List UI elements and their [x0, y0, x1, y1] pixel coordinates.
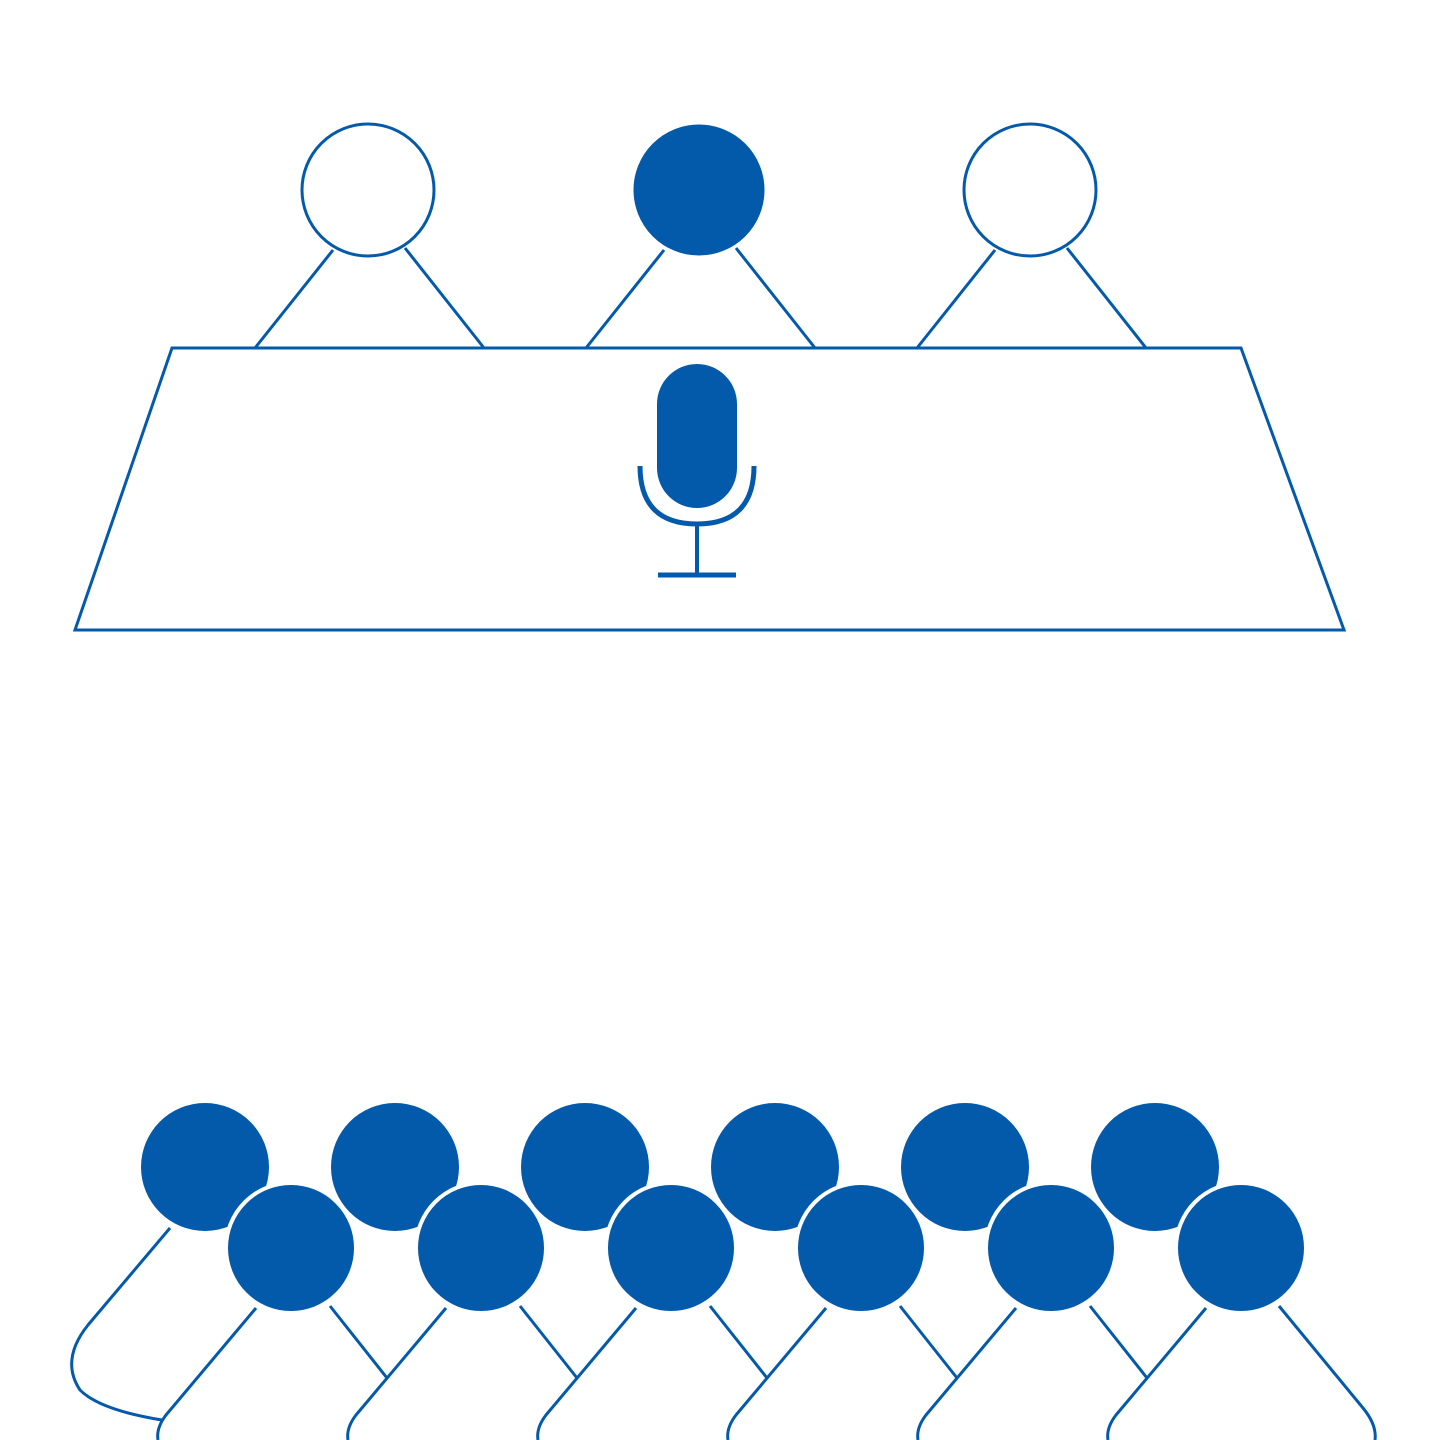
panel-group — [253, 122, 1148, 349]
audience-body — [726, 1305, 959, 1440]
audience-body — [916, 1305, 1149, 1440]
panelist-head — [300, 122, 436, 258]
audience-head-front — [224, 1181, 358, 1315]
audience-head-back — [521, 1103, 649, 1231]
audience-group — [70, 1103, 1377, 1440]
audience-body — [156, 1305, 389, 1440]
panelist-body — [915, 247, 1148, 349]
audience-body — [70, 1227, 172, 1422]
audience-head-front — [794, 1181, 928, 1315]
audience-head-back — [901, 1103, 1029, 1231]
audience-body — [346, 1305, 579, 1440]
panelist-body — [253, 247, 486, 349]
audience-head-front — [1174, 1181, 1308, 1315]
panelist-head — [633, 124, 765, 256]
audience-head-back — [141, 1103, 269, 1231]
audience-body — [1106, 1305, 1377, 1440]
audience-body — [536, 1305, 769, 1440]
audience-head-front — [414, 1181, 548, 1315]
audience-head-back — [1091, 1103, 1219, 1231]
microphone-icon — [637, 364, 757, 578]
audience-head-back — [711, 1103, 839, 1231]
audience-head-front — [984, 1181, 1118, 1315]
audience-head-back — [331, 1103, 459, 1231]
panelist-head — [962, 122, 1098, 258]
panelist-body — [584, 247, 817, 349]
audience-head-front — [604, 1181, 738, 1315]
